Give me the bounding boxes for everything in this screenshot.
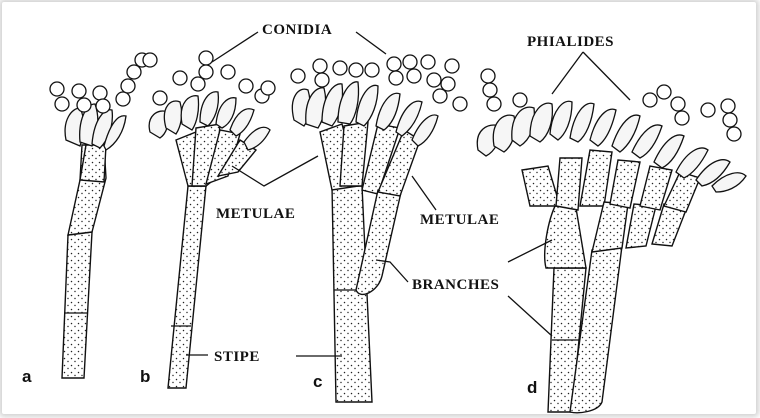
panel-label-a: a xyxy=(22,367,32,386)
label-conidia: CONIDIA xyxy=(262,22,332,38)
label-stipe: STIPE xyxy=(214,349,260,365)
label-branches: BRANCHES xyxy=(412,277,499,293)
panel-d-structure: d xyxy=(477,69,746,413)
label-metulae-left: METULAE xyxy=(216,206,295,222)
stipe-a xyxy=(62,232,92,378)
panel-label-b: b xyxy=(140,367,150,386)
panel-label-d: d xyxy=(527,378,537,397)
label-metulae-right: METULAE xyxy=(420,212,499,228)
panel-a-structure: a xyxy=(22,53,157,386)
stipe-b xyxy=(168,186,206,388)
panel-c-structure: c xyxy=(291,55,467,402)
panel-label-c: c xyxy=(313,372,322,391)
label-phialides: PHIALIDES xyxy=(527,34,614,50)
